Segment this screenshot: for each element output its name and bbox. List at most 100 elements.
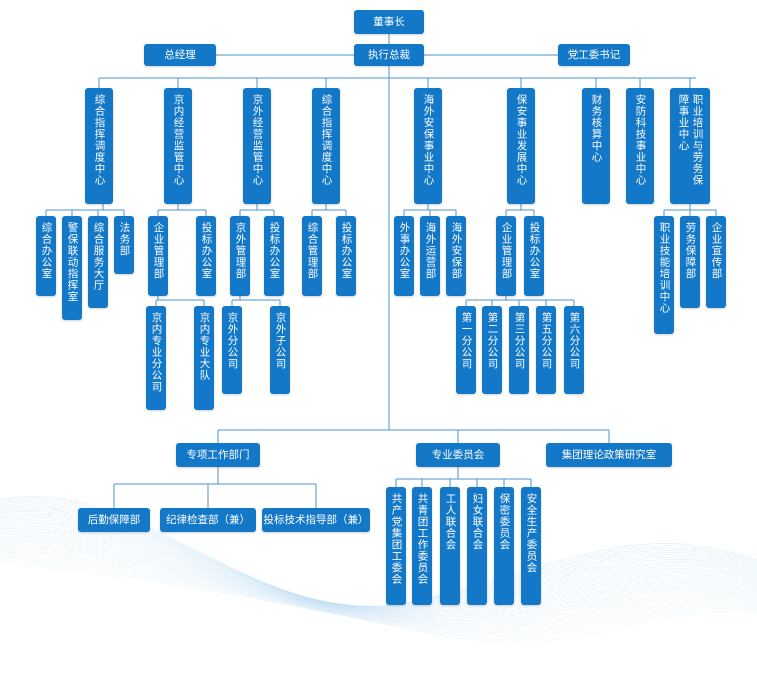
c6-child-1-label: 企业管理部 (500, 222, 513, 280)
c9-child-1-label: 职业技能培训中心 (658, 222, 671, 314)
c6-sub-5-label: 第六分公司 (568, 312, 581, 370)
c5-child-1: 外事办公室 (394, 216, 414, 296)
c5-child-3-label: 海外安保部 (450, 222, 463, 280)
center-9: 职业培训与劳务保 障事业中心 (670, 88, 710, 204)
wave-line (0, 538, 757, 620)
committee-child-3: 工人联合会 (440, 487, 460, 605)
wave-line (0, 540, 757, 622)
connector-lines (45, 34, 717, 508)
center-5-label: 海外安保事业中心 (422, 94, 435, 186)
wave-line (0, 547, 757, 628)
special-child-3: 投标技术指导部（兼） (262, 508, 370, 532)
wave-line (0, 541, 757, 623)
c6-sub-4-label: 第五分公司 (540, 312, 553, 370)
wave-line (0, 557, 757, 637)
wave-line (0, 553, 757, 633)
c6-sub-3-label: 第三分公司 (513, 312, 526, 370)
c2-sub-1: 京内专业分公司 (146, 306, 166, 410)
center-8-label: 安防科技事业中心 (634, 94, 647, 186)
wave-line (0, 519, 757, 613)
c6-sub-2-label: 第二分公司 (486, 312, 499, 370)
c2-child-2-label: 投标办公室 (200, 222, 213, 280)
c6-sub-5: 第六分公司 (564, 306, 584, 394)
institute-box: 集团理论政策研究室 (546, 443, 672, 467)
c3-sub-2-label: 京外子公司 (274, 312, 287, 370)
center-4-label: 综合指挥调度中心 (320, 94, 333, 186)
center-1-label: 综合指挥调度中心 (93, 94, 106, 186)
wave-line (0, 563, 757, 643)
ceo-box: 执行总裁 (354, 44, 424, 66)
c2-child-1: 企业管理部 (148, 216, 168, 296)
c3-child-2-label: 投标办公室 (268, 222, 281, 280)
general-manager-box: 总经理 (144, 44, 216, 66)
c4-child-2-label: 投标办公室 (340, 222, 353, 280)
c6-child-2-label: 投标办公室 (528, 222, 541, 280)
c2-sub-1-label: 京内专业分公司 (150, 312, 163, 393)
special-child-1: 后勤保障部 (78, 508, 150, 532)
special-child-2: 纪律检查部（兼） (160, 508, 256, 532)
c5-child-2-label: 海外运营部 (424, 222, 437, 280)
c1-child-2-label: 警保联动指挥室 (66, 222, 79, 303)
c9-child-1: 职业技能培训中心 (654, 216, 674, 334)
committee-child-6-label: 安全生产委员会 (525, 493, 538, 574)
center-8: 安防科技事业中心 (626, 88, 654, 204)
center-7-label: 财务核算中心 (590, 94, 603, 163)
c2-sub-2: 京内专业大队 (194, 306, 214, 410)
c9-child-3-label: 企业宣传部 (710, 222, 723, 280)
wave-line (0, 535, 757, 619)
c1-child-1: 综合办公室 (36, 216, 56, 296)
c3-child-1: 京外管理部 (230, 216, 250, 296)
center-3: 京外经营监管中心 (243, 88, 271, 204)
c9-child-3: 企业宣传部 (706, 216, 726, 308)
wave-line (0, 525, 757, 615)
c3-sub-1: 京外分公司 (222, 306, 242, 394)
c1-child-4-label: 法务部 (118, 222, 131, 257)
center-5: 海外安保事业中心 (414, 88, 442, 204)
c3-sub-1-label: 京外分公司 (226, 312, 239, 370)
c1-child-3: 综合服务大厅 (88, 216, 108, 308)
wave-line (0, 561, 757, 641)
c3-sub-2: 京外子公司 (270, 306, 290, 394)
c9-child-2-label: 劳务保障部 (684, 222, 697, 280)
c6-sub-1-label: 第一分公司 (460, 312, 473, 370)
wave-line (0, 549, 757, 629)
center-3-label: 京外经营监管中心 (251, 94, 264, 186)
c3-child-1-label: 京外管理部 (234, 222, 247, 280)
committee-child-6: 安全生产委员会 (521, 487, 541, 605)
c4-child-2: 投标办公室 (336, 216, 356, 296)
wave-line (0, 523, 757, 614)
wave-line (0, 543, 757, 624)
committee-child-5-label: 保密委员会 (498, 493, 511, 551)
c4-child-1: 综合管理部 (302, 216, 322, 296)
committee-child-5: 保密委员会 (494, 487, 514, 605)
c6-child-1: 企业管理部 (496, 216, 516, 296)
committee-box: 专业委员会 (416, 443, 500, 467)
party-secretary-box: 党工委书记 (558, 44, 630, 66)
c1-child-1-label: 综合办公室 (40, 222, 53, 280)
center-9-label-col2: 障事业中心 (677, 94, 690, 152)
center-1: 综合指挥调度中心 (85, 88, 113, 204)
c1-child-3-label: 综合服务大厅 (92, 222, 105, 291)
c6-sub-4: 第五分公司 (536, 306, 556, 394)
wave-line (0, 531, 757, 617)
wave-line (0, 527, 757, 615)
c5-child-1-label: 外事办公室 (398, 222, 411, 280)
chairman-box: 董事长 (354, 10, 424, 34)
c2-child-2: 投标办公室 (196, 216, 216, 296)
committee-child-2-label: 共青团工作委员会 (416, 493, 429, 585)
c2-child-1-label: 企业管理部 (152, 222, 165, 280)
wave-line (0, 551, 757, 631)
center-6-label: 保安事业发展中心 (515, 94, 528, 186)
c6-sub-2: 第二分公司 (482, 306, 502, 394)
committee-child-1: 共产党集团工委会 (386, 487, 406, 605)
center-7: 财务核算中心 (582, 88, 610, 204)
committee-child-3-label: 工人联合会 (444, 493, 457, 551)
center-2-label: 京内经营监管中心 (172, 94, 185, 186)
c1-child-4: 法务部 (114, 216, 134, 274)
committee-child-4-label: 妇女联合会 (471, 493, 484, 551)
c3-child-2: 投标办公室 (264, 216, 284, 296)
c9-child-2: 劳务保障部 (680, 216, 700, 308)
wave-line (0, 559, 757, 639)
center-4: 综合指挥调度中心 (312, 88, 340, 204)
wave-line (0, 529, 757, 616)
